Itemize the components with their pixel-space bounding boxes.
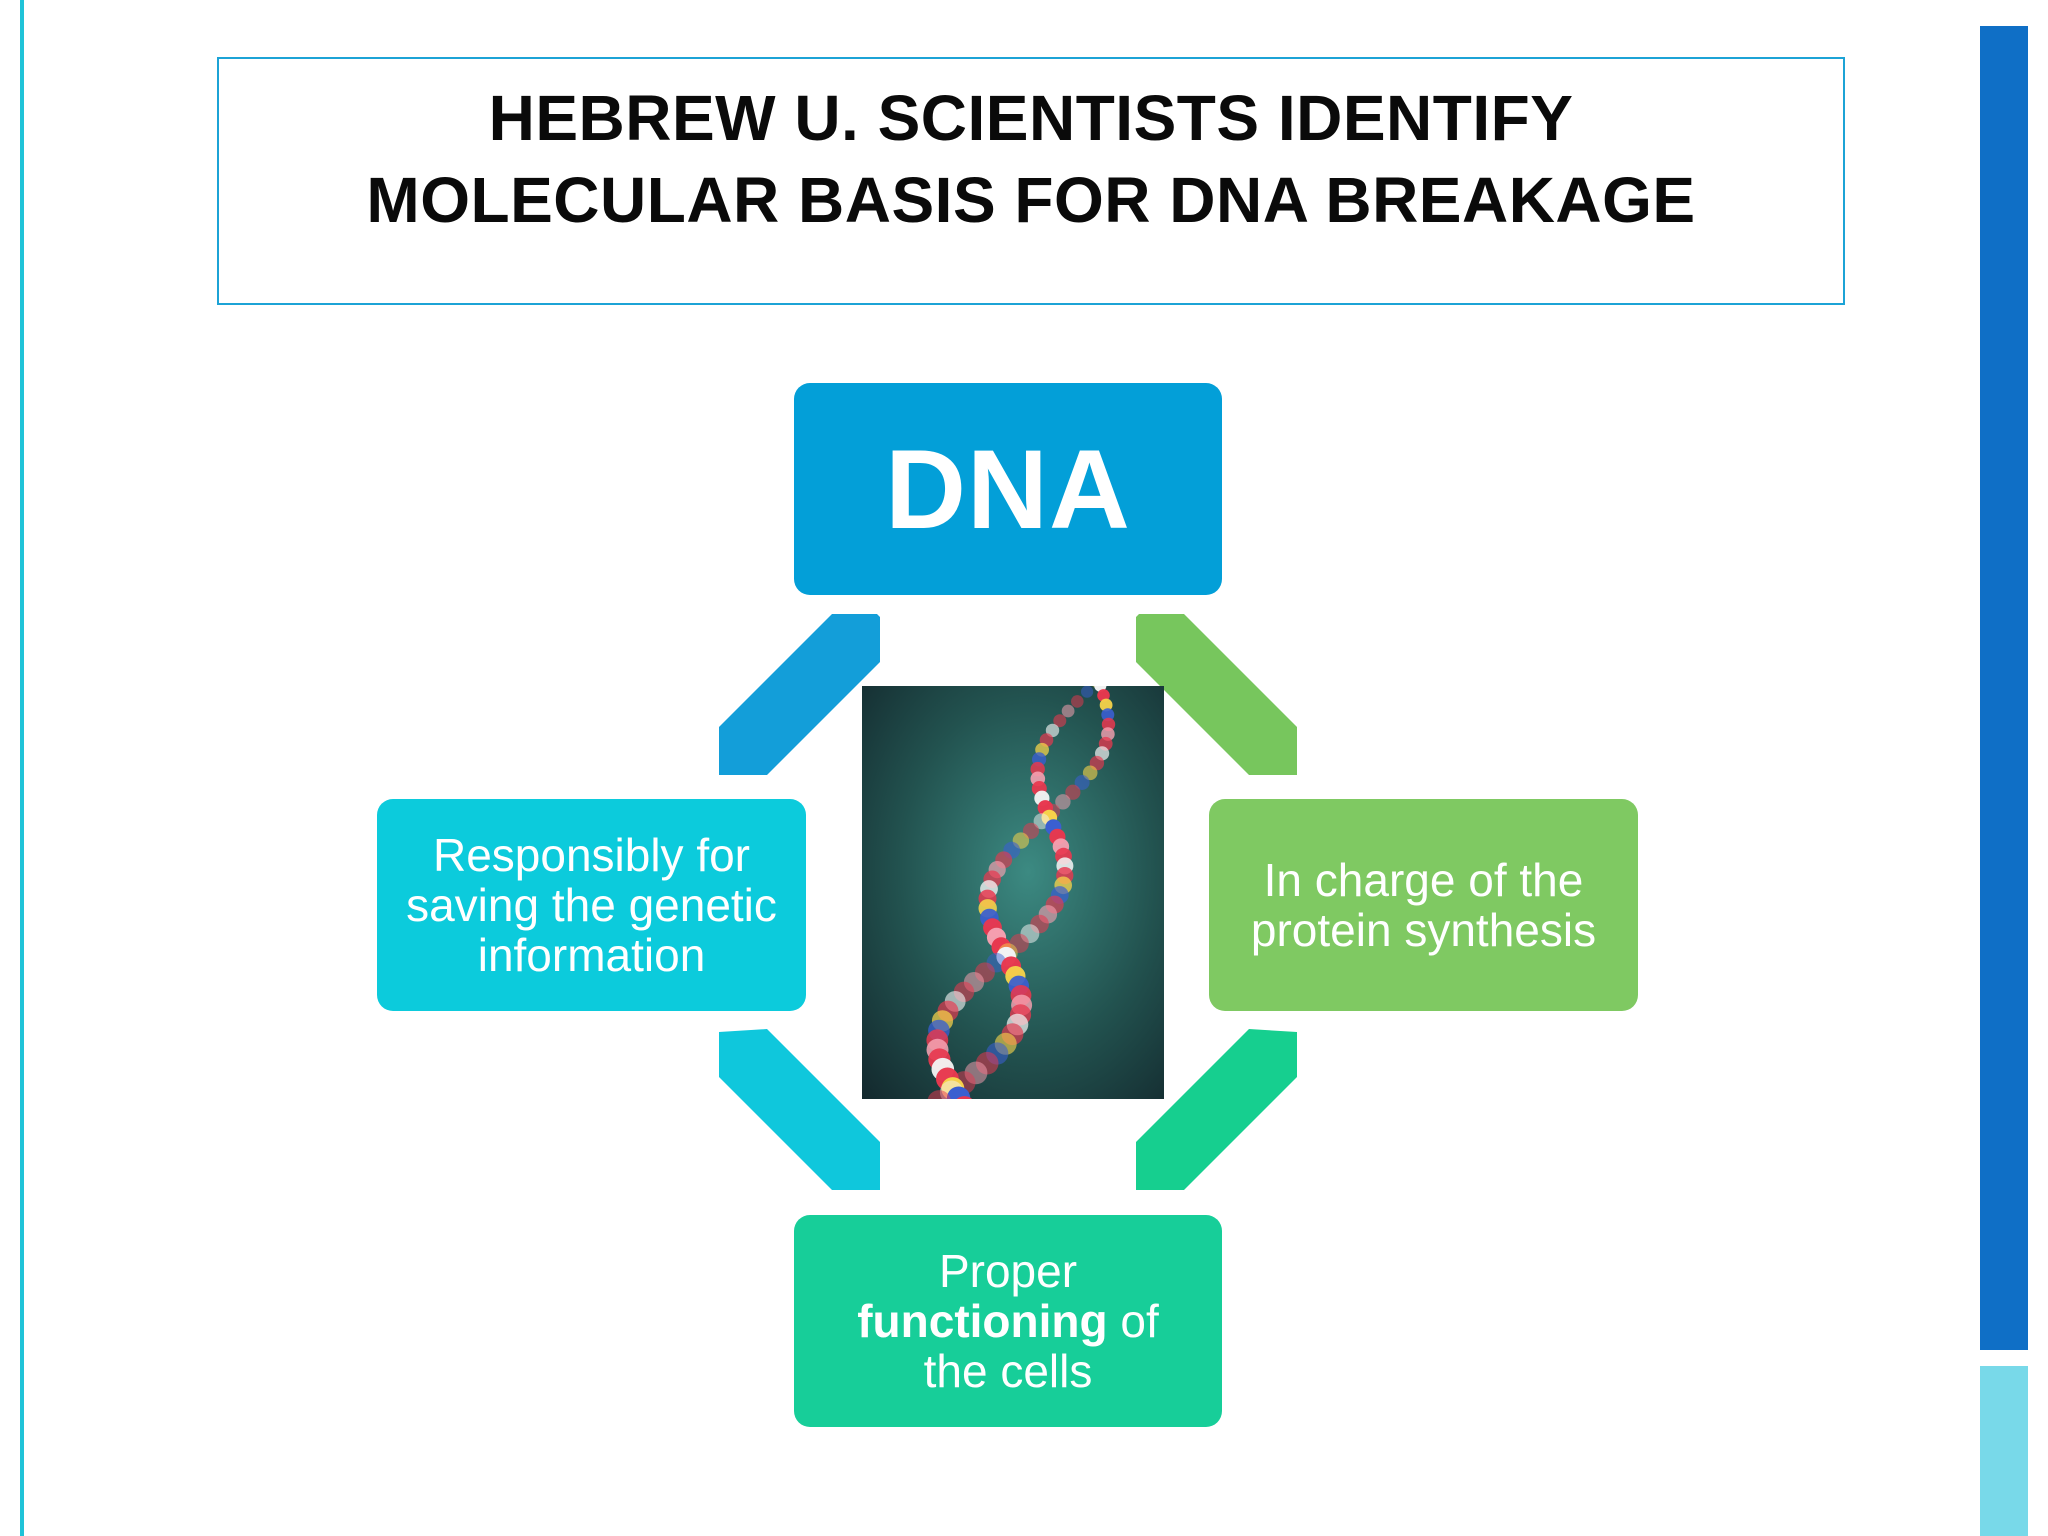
node-left-line-2: saving the genetic: [406, 879, 777, 931]
helix-bead: [1101, 708, 1115, 722]
node-right-line-2: protein synthesis: [1250, 904, 1597, 956]
title-line-2: MOLECULAR BASIS FOR DNA BREAKAGE: [366, 164, 1696, 236]
left-accent-line: [20, 0, 24, 1536]
helix-bead: [1074, 775, 1090, 790]
dna-helix-icon: [926, 686, 1116, 1099]
node-protein-synthesis: In charge of the protein synthesis: [1209, 799, 1638, 1011]
helix-bead: [1065, 784, 1081, 800]
node-cell-functioning: Proper functioning of the cells: [794, 1215, 1222, 1427]
node-bottom-line-3: the cells: [923, 1345, 1093, 1397]
helix-bead: [1082, 765, 1098, 781]
node-bottom-line-2-rest: of: [1107, 1295, 1159, 1347]
helix-bead: [1099, 698, 1113, 712]
helix-bead: [1101, 717, 1116, 732]
helix-bead: [1081, 686, 1094, 698]
node-left-line-3: information: [477, 929, 706, 981]
dna-helix-image: [862, 686, 1164, 1099]
node-left-line-1: Responsibly for: [432, 829, 751, 881]
side-accent-bar-light: [1980, 1366, 2028, 1536]
side-accent-bar-dark: [1980, 26, 2028, 1350]
node-bottom-line-2: functioning of: [857, 1296, 1159, 1346]
helix-bead: [1055, 794, 1071, 810]
helix-bead: [1022, 822, 1040, 839]
arrow-bottom-right: [1136, 1029, 1297, 1190]
node-genetic-information: Responsibly for saving the genetic infor…: [377, 799, 806, 1011]
helix-bead: [1071, 695, 1084, 708]
helix-bead: [1045, 723, 1060, 738]
helix-bead: [1097, 689, 1110, 702]
helix-bead: [956, 1096, 973, 1099]
node-dna: DNA: [794, 383, 1222, 595]
node-dna-label: DNA: [885, 426, 1131, 552]
arrow-top-left: [719, 614, 880, 775]
helix-bead: [1053, 714, 1067, 728]
helix-bead: [1061, 704, 1075, 718]
node-right-line-1: In charge of the: [1263, 854, 1584, 906]
title-line-1: HEBREW U. SCIENTISTS IDENTIFY: [488, 82, 1574, 154]
arrow-top-right: [1136, 614, 1297, 775]
arrow-bottom-left: [719, 1029, 880, 1190]
node-bottom-line-1: Proper: [938, 1245, 1078, 1297]
node-bottom-bold-word: functioning: [857, 1295, 1108, 1347]
title-box: HEBREW U. SCIENTISTS IDENTIFY MOLECULAR …: [217, 57, 1845, 305]
helix-bead: [927, 1090, 951, 1099]
helix-bead: [1033, 813, 1050, 830]
helix-bead: [946, 1086, 971, 1099]
